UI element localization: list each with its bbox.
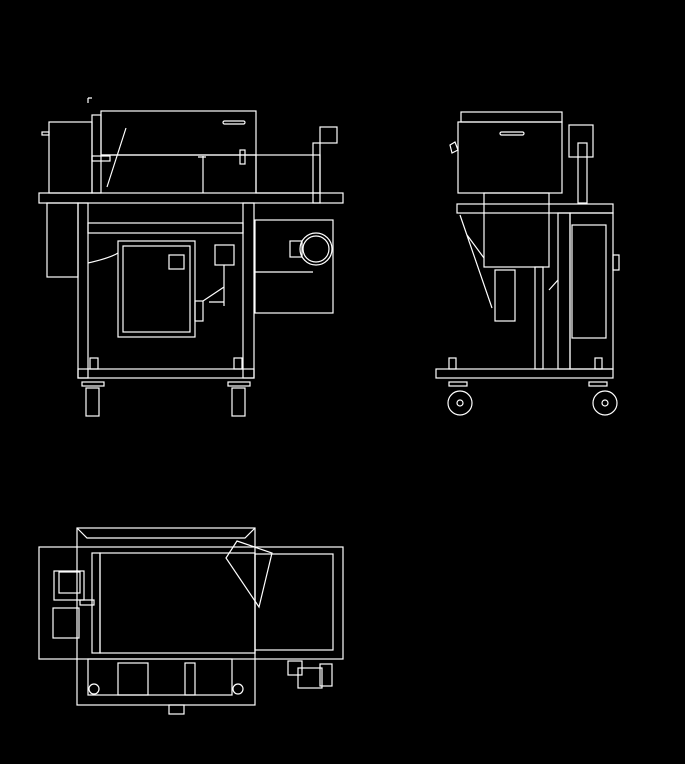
caster-top-right <box>232 683 244 695</box>
side-guard <box>46 202 79 278</box>
cabinet-door <box>122 245 191 333</box>
rod <box>198 156 206 193</box>
caster-plate-right <box>588 381 608 387</box>
left-hopper-box <box>48 121 93 194</box>
blower-fan-inner <box>302 235 330 263</box>
post-2 <box>557 212 571 370</box>
valve-pipe <box>202 265 225 306</box>
chute-guard <box>459 214 559 309</box>
cross-bar <box>87 222 244 234</box>
tank <box>457 121 563 194</box>
junction-box <box>194 300 204 322</box>
cabinet-top <box>117 662 149 696</box>
drain-outlet <box>168 704 185 715</box>
blower-housing <box>254 219 334 314</box>
blower-inlet <box>289 240 303 258</box>
side-view <box>435 111 620 416</box>
caster-right <box>231 387 246 417</box>
table-plate <box>38 546 344 660</box>
valve-actuator <box>214 244 235 266</box>
tank-top <box>99 552 256 654</box>
coupling <box>79 599 95 606</box>
foot-left <box>448 357 457 370</box>
motor-post <box>312 142 321 204</box>
motor-top-right <box>319 663 333 687</box>
motor <box>568 124 594 158</box>
foot-right <box>233 357 243 370</box>
left-post <box>91 114 102 194</box>
caster-left <box>85 387 100 417</box>
chute <box>494 269 516 322</box>
bottom-bar <box>435 368 614 379</box>
caster-plate-left <box>81 381 105 387</box>
gearbox <box>52 607 80 639</box>
under-frame <box>87 658 233 696</box>
left-knob <box>41 131 50 136</box>
table-top <box>38 192 344 204</box>
valve-top <box>184 662 196 696</box>
hub-right <box>601 399 609 407</box>
electrical-cabinet <box>117 240 196 338</box>
foot-right <box>594 357 603 370</box>
cable <box>87 252 119 264</box>
tank-handle <box>222 120 246 125</box>
left-leg <box>77 202 89 379</box>
motor <box>319 126 338 144</box>
tank-lower-body <box>101 154 257 193</box>
cabinet-switch <box>168 254 185 270</box>
right-leg <box>242 202 255 379</box>
post-1 <box>534 266 544 370</box>
tank-handle <box>499 131 525 136</box>
rear-knob <box>612 254 620 271</box>
caster-plate-left <box>448 381 468 387</box>
wheel-right <box>592 390 618 416</box>
tank-lid <box>460 111 563 123</box>
foot-left <box>89 357 99 370</box>
hopper <box>483 192 550 268</box>
frame-bevel <box>76 527 256 539</box>
conveyor-top <box>254 553 334 651</box>
top-view <box>38 527 344 715</box>
bottom-bar <box>77 368 255 379</box>
caster-top-left <box>88 683 100 695</box>
caster-plate-right <box>227 381 251 387</box>
motor-post <box>577 142 588 204</box>
motor-inner <box>58 571 81 594</box>
bracket <box>91 155 111 162</box>
blower-fan <box>299 232 333 266</box>
conveyor-housing <box>255 154 321 194</box>
rear-inner <box>571 224 607 339</box>
blower-top <box>297 667 323 689</box>
corner-mark <box>87 97 92 103</box>
wheel-left <box>447 390 473 416</box>
hub-left <box>456 399 464 407</box>
table-top <box>456 203 614 214</box>
latch <box>239 149 246 165</box>
front-view <box>38 97 344 417</box>
gas-strut <box>106 127 127 188</box>
tank-side <box>91 552 101 654</box>
motor-top <box>53 570 85 601</box>
flap <box>225 540 273 609</box>
side-latch <box>449 141 459 154</box>
